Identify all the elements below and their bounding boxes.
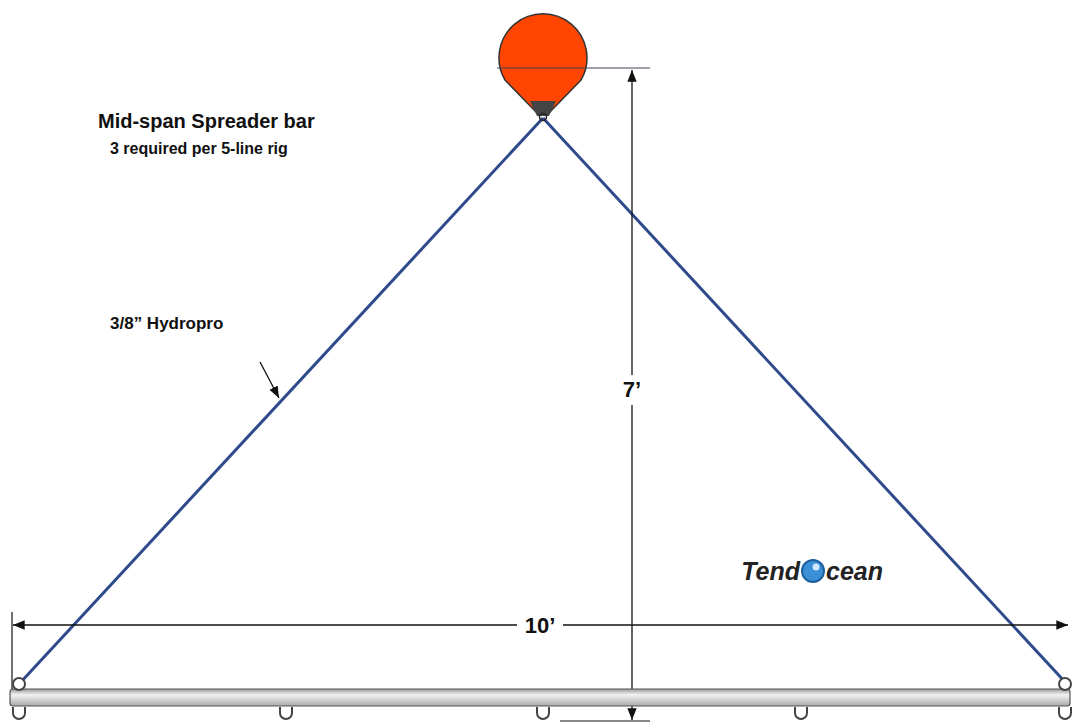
buoy-eye	[540, 114, 547, 121]
rope-line	[20, 118, 543, 683]
rope-label: 3/8” Hydropro	[110, 314, 223, 334]
logo-text: cean	[826, 557, 883, 586]
spreader-bar	[10, 689, 1070, 706]
title: Mid-span Spreader bar	[98, 110, 315, 133]
logo-icon	[813, 564, 820, 571]
logo-icon	[802, 560, 824, 582]
logo-text: Tend	[741, 557, 800, 586]
extension-line	[11, 612, 12, 690]
dimension-label: 10’	[517, 611, 564, 641]
buoy	[499, 14, 587, 114]
eyelets	[13, 678, 1071, 719]
extension-line	[560, 720, 650, 721]
subtitle: 3 required per 5-line rig	[110, 140, 288, 158]
leader-line	[260, 362, 279, 398]
dimension-label: 7’	[619, 375, 645, 405]
rope-line	[543, 118, 1066, 683]
extension-line	[497, 67, 650, 68]
